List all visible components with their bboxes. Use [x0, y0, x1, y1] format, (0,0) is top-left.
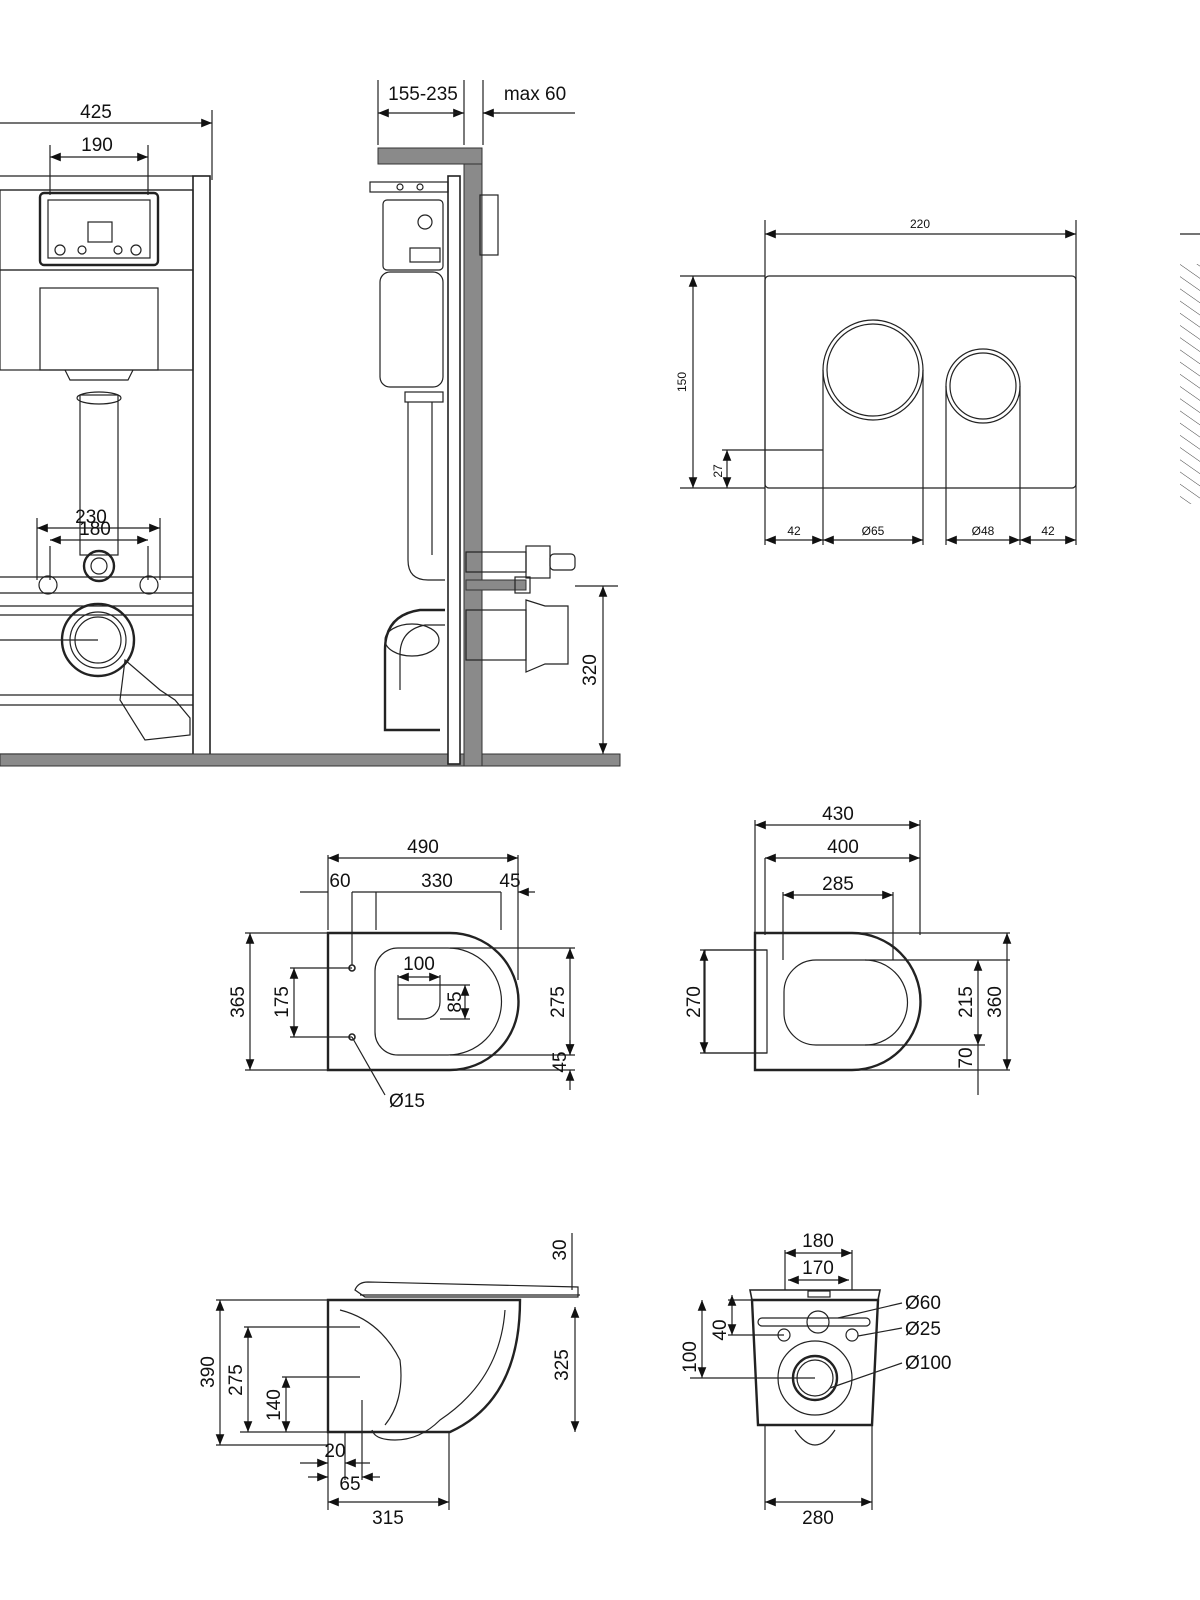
- dim-label-70: 70: [956, 1047, 977, 1068]
- dim-label-45-top: 45: [499, 871, 520, 892]
- dim-label-42-left: 42: [787, 524, 801, 538]
- bowl-outline: [326, 931, 520, 1072]
- drain-elbow: [383, 608, 445, 732]
- dim-label-d100: Ø100: [905, 1353, 951, 1374]
- flush-pipe-bend: [407, 402, 445, 581]
- flush-inlet: [82, 549, 116, 583]
- dim-label-315: 315: [372, 1508, 404, 1529]
- dim-label-140: 140: [264, 1389, 285, 1421]
- seat-opening: [783, 959, 909, 1046]
- mount-bolt-left: [38, 575, 58, 595]
- dim-label-27: 27: [711, 464, 725, 478]
- hatched-wall-edge: [1180, 264, 1200, 504]
- bowl-outlet: [397, 984, 441, 1020]
- dim-label-45-side: 45: [550, 1051, 571, 1072]
- dim-label-40: 40: [710, 1319, 731, 1340]
- dim-label-285: 285: [822, 874, 854, 895]
- dim-label-320: 320: [580, 654, 601, 686]
- dim-label-180-back: 180: [802, 1231, 834, 1252]
- dim-label-180: 180: [79, 519, 111, 540]
- flush-plate-view: 220 150 27 42 Ø65 Ø48 42: [675, 217, 1200, 545]
- seat-outline: [753, 931, 922, 1072]
- dim-label-430: 430: [822, 804, 854, 825]
- dim-label-d60: Ø60: [905, 1293, 941, 1314]
- cistern-side: [379, 271, 444, 388]
- bowl-body-side: [326, 1298, 522, 1434]
- rear-pipe: [479, 194, 499, 256]
- dim-label-390: 390: [198, 1356, 219, 1388]
- dim-label-280: 280: [802, 1508, 834, 1529]
- inlet-hole-d60: [806, 1310, 830, 1334]
- dim-label-170: 170: [802, 1258, 834, 1279]
- bowl-back-view: 180 170 Ø60 Ø25 Ø100 40 100 280: [680, 1231, 951, 1529]
- dim-label-215: 215: [956, 986, 977, 1018]
- flush-plate: [764, 275, 1077, 489]
- bowl-rim: [374, 947, 503, 1056]
- dim-label-425: 425: [80, 102, 112, 123]
- dim-label-d25: Ø25: [905, 1319, 941, 1340]
- frame-front-view: 425 190 230 180: [0, 102, 621, 767]
- dim-label-100: 100: [403, 954, 435, 975]
- dim-label-20: 20: [324, 1441, 345, 1462]
- mount-bolt-right: [139, 575, 159, 595]
- bowl-side-view: 30 325 390 275 140 20 65 315: [198, 1233, 580, 1529]
- floor-line: [0, 753, 621, 767]
- bowl-top-view: 490 60 330 45 100 85 365 175: [228, 837, 575, 1112]
- wall-top-bracket: [377, 147, 483, 165]
- dim-label-230: 230: [75, 507, 107, 528]
- flush-valve-side: [382, 199, 444, 271]
- wall-section: [463, 163, 483, 767]
- bolt-hole-right: [845, 1328, 859, 1342]
- flush-button-small: [945, 348, 1021, 424]
- flush-mechanism-box: [38, 191, 160, 267]
- dim-label-42-right: 42: [1041, 524, 1055, 538]
- dim-label-190: 190: [81, 135, 113, 156]
- dim-label-270: 270: [684, 986, 705, 1018]
- seat-top-view: 430 400 285 270 215 360 70: [684, 804, 1012, 1095]
- dim-label-155-235: 155-235: [388, 84, 458, 105]
- dim-label-275: 275: [548, 986, 569, 1018]
- dim-label-175: 175: [272, 986, 293, 1018]
- dim-label-d15: Ø15: [389, 1091, 425, 1112]
- dim-label-85: 85: [445, 991, 466, 1012]
- dim-label-365: 365: [228, 986, 249, 1018]
- dim-label-100-back: 100: [680, 1341, 701, 1373]
- dim-label-275-side: 275: [226, 1364, 247, 1396]
- seat-side: [354, 1281, 579, 1298]
- frame-side-post: [447, 175, 461, 765]
- dim-label-max-60: max 60: [504, 84, 566, 105]
- down-pipe: [79, 394, 119, 556]
- bowl-body-back: [750, 1298, 880, 1427]
- dim-label-490: 490: [407, 837, 439, 858]
- dim-label-150: 150: [675, 372, 689, 392]
- dim-label-360: 360: [985, 986, 1006, 1018]
- dim-label-325: 325: [552, 1349, 573, 1381]
- dim-label-d65: Ø65: [862, 524, 885, 538]
- dim-label-d48: Ø48: [972, 524, 995, 538]
- cistern-body: [0, 269, 194, 371]
- dim-label-330: 330: [421, 871, 453, 892]
- dim-label-400: 400: [827, 837, 859, 858]
- dim-label-65: 65: [339, 1474, 360, 1495]
- seat-hinge-block: [704, 949, 768, 1054]
- flush-button-large: [822, 319, 924, 421]
- frame-right-post: [192, 175, 211, 765]
- frame-side-view: 155-235 max 60 320: [369, 80, 618, 767]
- dim-label-30: 30: [550, 1239, 571, 1260]
- dim-label-220: 220: [910, 217, 930, 231]
- dim-label-60: 60: [329, 871, 350, 892]
